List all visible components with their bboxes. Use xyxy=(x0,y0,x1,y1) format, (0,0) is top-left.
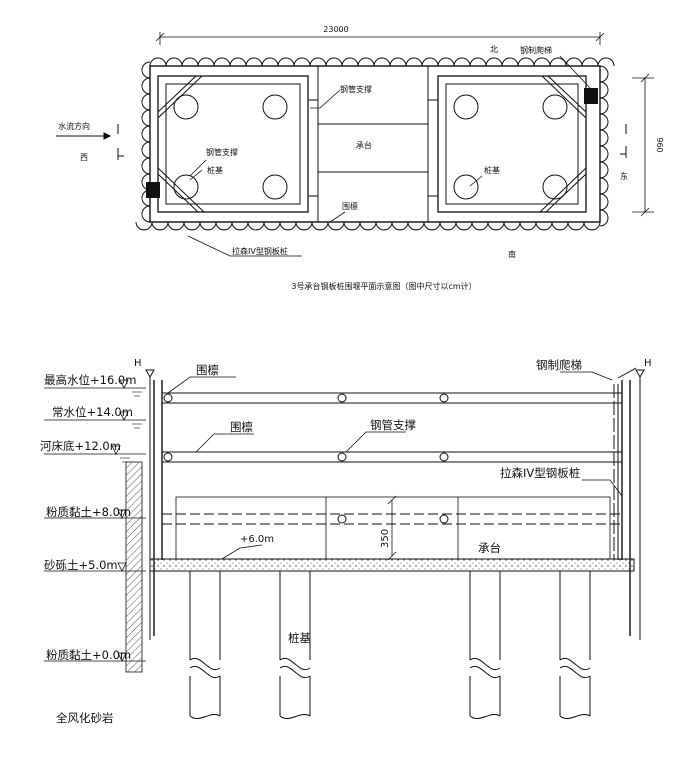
pile-cap-outline xyxy=(175,496,611,560)
flow-direction-label: 水流方向 xyxy=(58,121,90,131)
level-silty-clay-top: 粉质黏土+8.0m xyxy=(46,505,131,519)
section-waler-label-2: 围檩 xyxy=(230,420,253,434)
section-sheet-pile-label: 拉森IV型钢板桩 xyxy=(500,466,580,480)
section-marker-right: H xyxy=(644,358,652,369)
pile-shaft xyxy=(469,571,501,720)
section-pile-label: 桩基 xyxy=(288,631,311,645)
plan-leaders xyxy=(187,55,591,257)
pile-circle xyxy=(542,94,568,120)
plan-waler-label: 围檩 xyxy=(342,201,358,211)
section-cut-marks xyxy=(117,124,627,160)
ladder-block-right xyxy=(584,88,598,104)
water-ticks xyxy=(120,391,142,463)
west-label: 西 xyxy=(80,153,88,162)
pile-circle xyxy=(262,174,288,200)
pile-shaft xyxy=(189,571,221,720)
flow-arrow xyxy=(56,132,112,140)
plan-sheet-pile-label: 拉森IV型钢板桩 xyxy=(232,246,288,256)
pile-circle xyxy=(173,94,199,120)
plan-cap-label: 承台 xyxy=(356,140,372,150)
section-ladder-label: 钢制爬梯 xyxy=(536,358,582,372)
pile-circle xyxy=(262,94,288,120)
east-label: 东 xyxy=(620,171,628,181)
plan-view: 23000 960 xyxy=(56,25,664,291)
plan-strut-label-left: 钢管支撑 xyxy=(206,147,238,157)
pile-shaft xyxy=(559,571,591,720)
soil-hatch-left xyxy=(125,461,143,673)
pile-circle xyxy=(453,174,479,200)
level-triangles xyxy=(111,379,129,662)
level-riverbed: 河床底+12.0m xyxy=(40,439,121,453)
cap-height-dimension xyxy=(387,495,397,561)
plan-caption: 3号承台钢板桩围堰平面示意图（图中尺寸以cm计） xyxy=(291,281,476,291)
section-leaders xyxy=(167,371,623,560)
section-marker-left: H xyxy=(134,358,142,369)
section-cap-height: 350 xyxy=(380,529,391,548)
ladder-block-left xyxy=(146,182,160,198)
plan-strut-label-center: 钢管支撑 xyxy=(340,84,372,94)
cushion-layer xyxy=(149,558,635,572)
left-cell xyxy=(157,75,309,213)
section-waler-label-1: 围檩 xyxy=(196,363,219,377)
pile-shaft xyxy=(279,571,311,720)
length-dimension-value: 23000 xyxy=(323,25,348,34)
level-normal-water: 常水位+14.0m xyxy=(52,405,133,419)
pile-circle xyxy=(173,174,199,200)
width-dimension-value: 960 xyxy=(655,137,664,152)
pile-circle xyxy=(542,174,568,200)
sheet-pile-walls xyxy=(153,380,631,636)
plan-ladder-label: 钢制爬梯 xyxy=(520,45,552,55)
section-cap-label: 承台 xyxy=(478,541,501,555)
waler-frame xyxy=(149,65,601,223)
sheet-pile-ring xyxy=(135,57,615,231)
center-struts xyxy=(308,99,438,197)
strut-level-1 xyxy=(162,392,622,404)
length-dimension xyxy=(155,32,605,45)
level-weathered-rock: 全风化砂岩 xyxy=(56,711,114,725)
sheet-pile-scallops xyxy=(135,57,615,231)
right-cell xyxy=(437,75,587,213)
pile-foundations xyxy=(189,571,591,720)
section-bottom-level: +6.0m xyxy=(240,534,274,545)
width-dimension xyxy=(632,73,654,217)
south-label: 南 xyxy=(508,249,516,259)
strut-level-2 xyxy=(162,451,622,463)
plan-pile-label-left: 桩基 xyxy=(207,165,223,175)
level-sandy-soil: 砂砾土+5.0m xyxy=(44,558,118,572)
level-silty-clay-bottom: 粉质黏土+0.0m xyxy=(46,648,131,662)
level-highest-water: 最高水位+16.0m xyxy=(44,373,136,387)
h-markers xyxy=(145,369,645,640)
pile-circle xyxy=(453,94,479,120)
plan-pile-label-right: 桩基 xyxy=(484,165,500,175)
section-ladder xyxy=(613,367,637,560)
section-strut-label: 钢管支撑 xyxy=(370,418,416,432)
section-view: H H xyxy=(40,358,652,725)
north-label: 北 xyxy=(490,45,498,54)
